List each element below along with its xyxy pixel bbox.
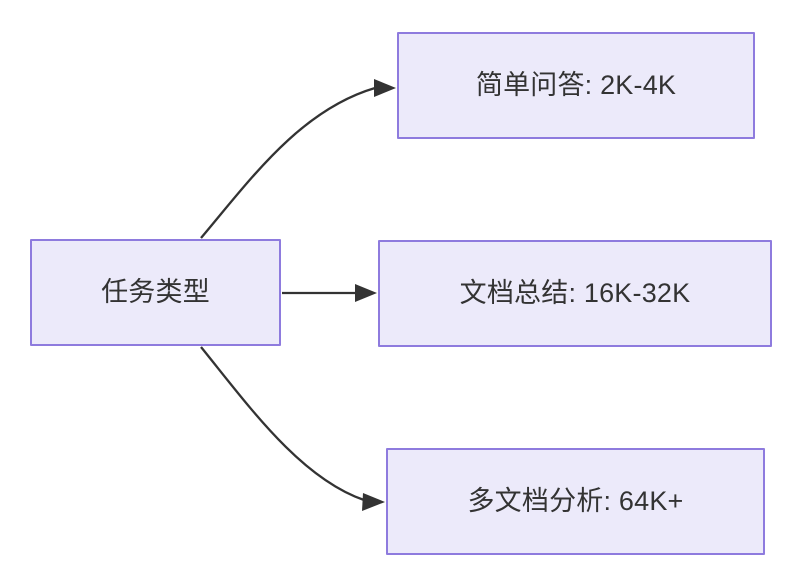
edge-root-to-child-1 [282, 284, 377, 302]
node-simple-qa[interactable]: 简单问答: 2K-4K [397, 32, 755, 139]
node-doc-summary[interactable]: 文档总结: 16K-32K [378, 240, 772, 347]
node-multi-doc-analysis[interactable]: 多文档分析: 64K+ [386, 448, 765, 555]
edge-path-0 [200, 86, 376, 239]
arrowhead-icon-0 [374, 79, 396, 97]
arrowhead-icon-1 [355, 284, 377, 302]
edge-path-2 [200, 346, 365, 502]
edge-root-to-child-2 [200, 346, 385, 511]
edge-root-to-child-0 [200, 79, 396, 239]
node-multi-doc-analysis-label: 多文档分析: 64K+ [467, 485, 684, 516]
node-doc-summary-label: 文档总结: 16K-32K [459, 277, 691, 308]
node-simple-qa-label: 简单问答: 2K-4K [475, 69, 677, 100]
node-root-label: 任务类型 [101, 276, 210, 307]
arrowhead-icon-2 [362, 493, 385, 511]
node-root[interactable]: 任务类型 [30, 239, 281, 346]
